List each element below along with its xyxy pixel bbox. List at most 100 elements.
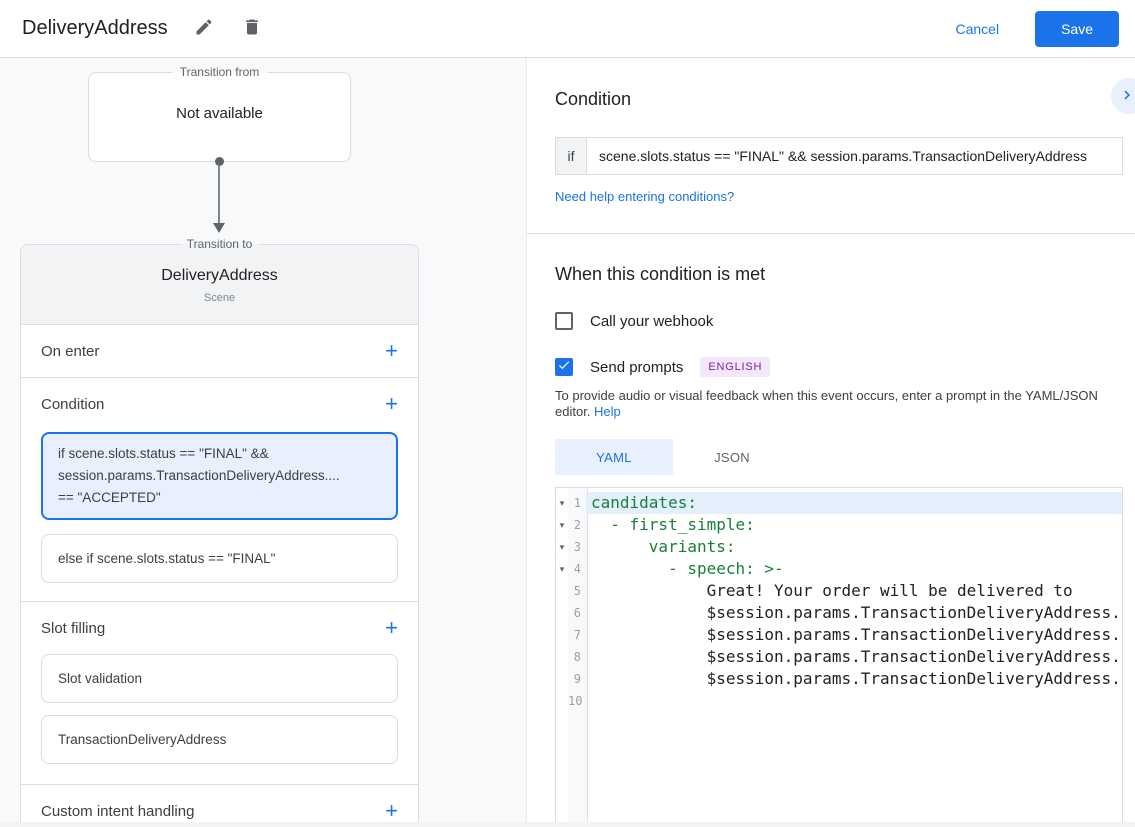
code-line[interactable]: 10 xyxy=(556,690,1122,712)
send-prompts-row: Send prompts ENGLISH xyxy=(555,357,1135,377)
condition-input[interactable]: scene.slots.status == "FINAL" && session… xyxy=(587,137,1123,175)
help-link[interactable]: Help xyxy=(594,404,621,419)
line-number: 6 xyxy=(573,606,581,620)
scene-name: DeliveryAddress xyxy=(161,267,278,284)
code-line[interactable]: ▾ 1 candidates: xyxy=(556,492,1122,514)
send-prompts-label: Send prompts xyxy=(590,358,684,376)
fold-toggle-icon[interactable]: ▾ xyxy=(559,498,565,508)
fold-toggle-icon[interactable]: ▾ xyxy=(559,564,565,574)
webhook-row: Call your webhook xyxy=(555,312,1135,330)
line-number: 7 xyxy=(573,628,581,642)
code-line[interactable]: ▾ 2 - first_simple: xyxy=(556,514,1122,536)
add-custom-intent-button[interactable]: + xyxy=(385,798,398,823)
code-line[interactable]: ▾3 variants: xyxy=(556,536,1122,558)
delete-button[interactable] xyxy=(240,17,264,41)
if-prefix-label: if xyxy=(555,137,587,175)
line-number-gutter xyxy=(568,488,588,827)
condition-text-line: session.params.TransactionDeliveryAddres… xyxy=(58,468,340,483)
slot-filling-label: Slot filling xyxy=(41,619,106,637)
code-line[interactable]: 8 $session.params.TransactionDeliveryAdd… xyxy=(556,646,1122,668)
arrow-down-icon xyxy=(213,223,225,233)
line-number: 8 xyxy=(573,650,581,664)
condition-help-link[interactable]: Need help entering conditions? xyxy=(555,189,735,204)
fold-spacer xyxy=(556,690,568,712)
on-enter-label: On enter xyxy=(41,342,100,360)
edit-button[interactable] xyxy=(192,17,216,41)
code-text: - speech: >- xyxy=(591,559,784,578)
code-text: variants: xyxy=(591,537,736,556)
editor-tabs: YAML JSON xyxy=(555,439,1135,475)
line-number: 5 xyxy=(573,584,581,598)
fold-spacer xyxy=(556,580,568,602)
add-on-enter-button[interactable]: + xyxy=(385,338,398,363)
yaml-code-editor[interactable]: ▾ 1 candidates: ▾ 2 - first_simple: ▾3 varian… xyxy=(555,487,1123,827)
code-line[interactable]: 6 $session.params.TransactionDeliveryAdd… xyxy=(556,602,1122,624)
transition-from-value: Not available xyxy=(176,104,263,122)
code-line[interactable]: 9 $session.params.TransactionDeliveryAdd… xyxy=(556,668,1122,690)
fold-toggle-icon[interactable]: ▾ xyxy=(559,520,565,530)
line-number: 10 xyxy=(568,694,583,708)
tab-json[interactable]: JSON xyxy=(714,449,750,465)
fold-spacer xyxy=(556,624,568,646)
fold-toggle-icon[interactable]: ▾ xyxy=(559,542,565,552)
transition-to-card: Transition to DeliveryAddress Scene On e… xyxy=(20,237,419,827)
save-button[interactable]: Save xyxy=(1035,10,1119,47)
page-title: DeliveryAddress xyxy=(22,17,168,39)
collapse-panel-button[interactable] xyxy=(1111,78,1135,114)
code-text: candidates: xyxy=(586,492,1122,514)
add-condition-button[interactable]: + xyxy=(385,391,398,416)
line-number: 9 xyxy=(573,672,581,686)
chevron-right-icon xyxy=(1118,86,1135,107)
call-webhook-label: Call your webhook xyxy=(590,312,714,330)
code-text: $session.params.TransactionDeliveryAddre… xyxy=(591,603,1121,622)
send-prompts-checkbox[interactable] xyxy=(555,358,573,376)
code-text: $session.params.TransactionDeliveryAddre… xyxy=(591,669,1121,688)
code-text xyxy=(586,690,1122,712)
language-badge: ENGLISH xyxy=(700,357,771,377)
app-header: DeliveryAddress Cancel Save xyxy=(0,0,1135,58)
pencil-icon xyxy=(194,17,214,40)
code-text: Great! Your order will be delivered to xyxy=(591,581,1073,600)
scene-flow-panel: Transition from Not available Transition… xyxy=(0,58,527,827)
condition-card-selected[interactable]: if scene.slots.status == "FINAL" && sess… xyxy=(41,432,398,520)
divider xyxy=(21,784,418,785)
code-line[interactable]: 5 Great! Your order will be delivered to xyxy=(556,580,1122,602)
condition-heading: Condition xyxy=(555,89,632,109)
prompt-description-text: To provide audio or visual feedback when… xyxy=(555,388,1098,419)
tab-yaml[interactable]: YAML xyxy=(555,439,673,475)
transition-from-box: Transition from Not available xyxy=(88,65,351,162)
scene-type: Scene xyxy=(203,292,236,304)
call-webhook-checkbox[interactable] xyxy=(555,312,573,330)
condition-text-line: == "ACCEPTED" xyxy=(58,490,161,505)
code-lines: ▾ 1 candidates: ▾ 2 - first_simple: ▾3 varian… xyxy=(556,488,1122,712)
connector-line xyxy=(218,166,220,223)
condition-card-else[interactable]: else if scene.slots.status == "FINAL" xyxy=(41,534,398,583)
check-icon xyxy=(557,358,571,377)
fold-spacer xyxy=(556,668,568,690)
line-number: 4 xyxy=(573,562,581,576)
fold-spacer xyxy=(556,602,568,624)
section-custom-intent: Custom intent handling + xyxy=(21,785,418,827)
code-text: $session.params.TransactionDeliveryAddre… xyxy=(591,647,1121,666)
divider xyxy=(527,233,1135,234)
slot-card-validation[interactable]: Slot validation xyxy=(41,654,398,703)
condition-label: Condition xyxy=(41,395,105,413)
slot-card-transaction-delivery-address[interactable]: TransactionDeliveryAddress xyxy=(41,715,398,764)
transition-from-legend: Transition from xyxy=(171,65,268,79)
connector-dot xyxy=(215,157,224,166)
divider xyxy=(21,377,418,378)
section-slot-filling: Slot filling + xyxy=(21,602,418,654)
section-on-enter: On enter + xyxy=(21,325,418,377)
code-line[interactable]: ▾ 4 - speech: >- xyxy=(556,558,1122,580)
bottom-scrollbar-track[interactable] xyxy=(0,822,1135,827)
divider xyxy=(21,601,418,602)
code-text: - first_simple: xyxy=(591,515,755,534)
line-number: 2 xyxy=(573,518,581,532)
section-condition: Condition + xyxy=(21,378,418,430)
line-number: 1 xyxy=(573,496,581,510)
transition-to-legend: Transition to xyxy=(178,237,261,251)
condition-editor-panel: Condition if scene.slots.status == "FINA… xyxy=(527,58,1135,827)
code-line[interactable]: 7 $session.params.TransactionDeliveryAdd… xyxy=(556,624,1122,646)
cancel-button[interactable]: Cancel xyxy=(955,20,1000,37)
add-slot-button[interactable]: + xyxy=(385,615,398,640)
